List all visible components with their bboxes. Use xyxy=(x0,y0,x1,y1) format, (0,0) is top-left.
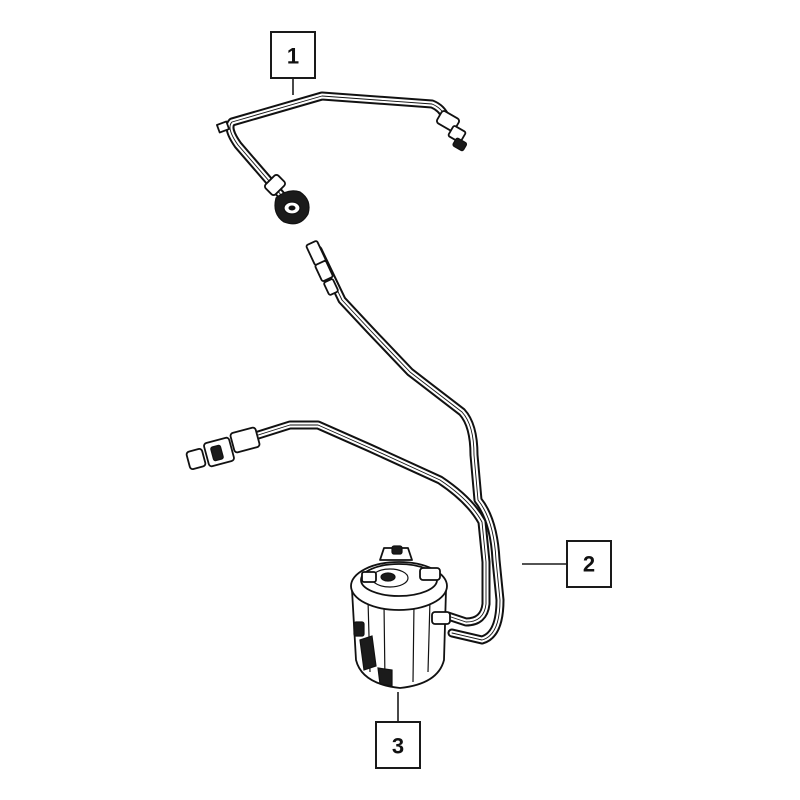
fuel-line-lower xyxy=(185,240,505,645)
callout-2-label: 2 xyxy=(583,552,595,577)
callout-3: 3 xyxy=(375,692,421,769)
callout-1: 1 xyxy=(270,31,316,95)
fitting-lower-top xyxy=(305,240,339,296)
quick-connector-lower xyxy=(185,426,261,470)
callout-1-label: 1 xyxy=(287,44,299,69)
callout-2: 2 xyxy=(522,540,612,588)
fuel-line-upper xyxy=(216,91,468,225)
fuel-filter-housing xyxy=(350,545,451,689)
quick-connector-upper xyxy=(264,174,310,225)
callout-3-label: 3 xyxy=(392,734,404,759)
fitting-right xyxy=(436,110,468,152)
